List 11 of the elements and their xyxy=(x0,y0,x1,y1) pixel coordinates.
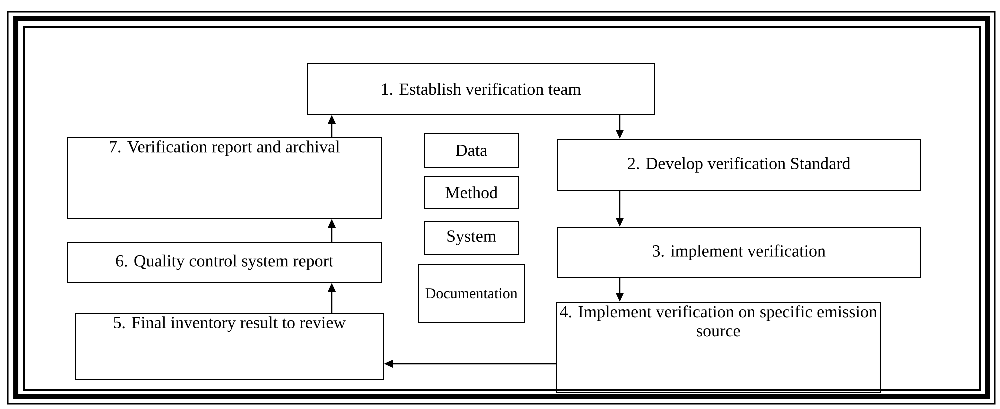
process-box: 3. implement verification xyxy=(557,227,922,278)
process-box: 1. Establish verification team xyxy=(307,63,656,116)
category-box: Data xyxy=(424,133,520,168)
process-box: 4. Implement verification on specific emission source xyxy=(556,302,882,394)
process-box: 6. Quality control system report xyxy=(67,242,382,284)
category-box: Method xyxy=(424,176,520,210)
process-box: 7. Verification report and archival xyxy=(67,137,382,220)
category-box: System xyxy=(424,221,520,256)
process-box: 5. Final inventory result to review xyxy=(75,312,384,380)
process-box: 2. Develop verification Standard xyxy=(557,139,922,192)
category-box: Documentation xyxy=(418,264,526,324)
